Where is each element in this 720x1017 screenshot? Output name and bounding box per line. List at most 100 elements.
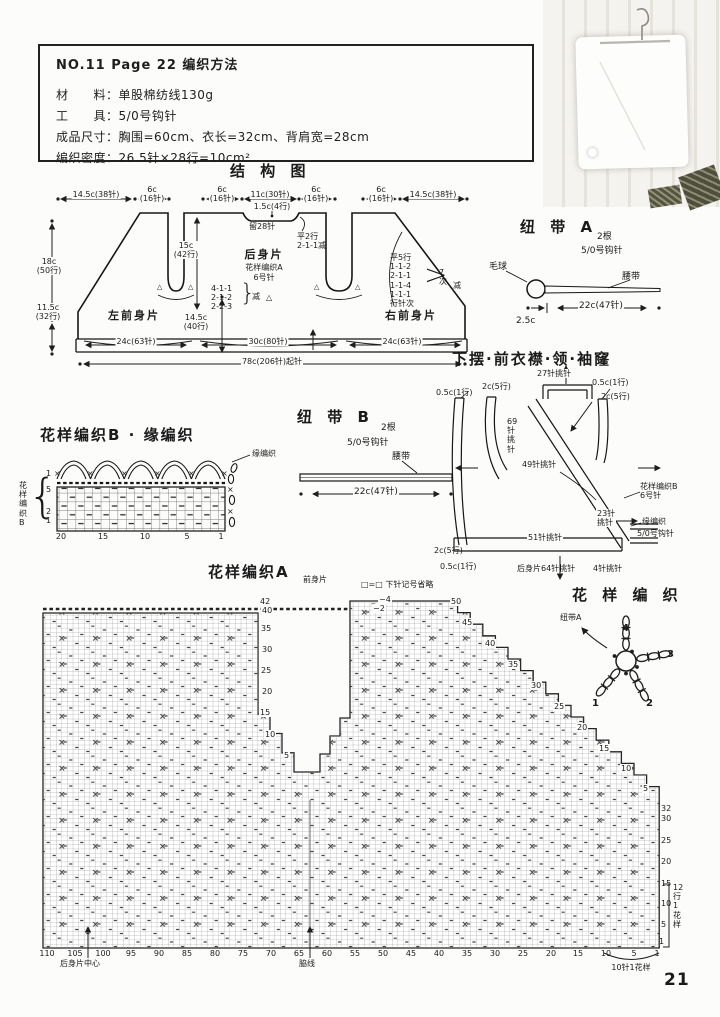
row-num: −2 [372,604,386,614]
dim: 6c (16针) [367,185,395,204]
repeat-label: 12 行 1 花 样 [673,883,684,929]
note: 2根 [597,232,612,242]
note: 花样编织B 6号针 [640,482,678,501]
note: 腰带 [622,272,641,282]
brace: } [240,279,256,307]
note: 平5行 1-1-2 2-1-1 1-1-4 1-1-1 行针次 [390,253,414,308]
row-num: 35 [507,660,520,670]
row-num: 5 [283,751,291,761]
row-num: 40 [484,639,497,649]
col-num: 110 [39,949,55,958]
row-num: 15 [598,744,611,754]
col-num: 15 [97,532,109,541]
stitch: × [227,507,234,516]
row-num: 15 [259,708,272,718]
mark: △ [314,283,320,291]
page-number: 21 [664,970,690,990]
tool-row: 工 具：5/0号钩针 [56,109,177,123]
row-num: 32 [661,804,672,813]
note: 5/0号钩针 [581,246,623,256]
size-row: 成品尺寸：胸围=60cm、衣长=32cm、背肩宽=28cm [56,130,370,144]
dim: 0.5c(1行) [436,388,473,397]
tie-a-drawing [505,270,661,313]
row-num: 25 [260,666,273,676]
dim: 15c (42行) [172,241,200,260]
col-num: 35 [461,949,473,958]
dim: 18c (50行) [35,257,63,276]
row-num: 30 [661,814,672,823]
dim: 30c(80针) [247,337,289,347]
piece-label: 前身片 [303,575,327,584]
col-num: 50 [377,949,389,958]
petal-num: 1 [592,698,599,709]
petal-num: 3 [667,649,674,660]
dim: 6c (16针) [302,185,330,204]
pattern-header-box: NO.11 Page 22 编织方法 材 料：单股棉纺线130g 工 具：5/0… [38,44,534,165]
dim: 24c(63针) [381,337,423,347]
motif-drawing [581,615,672,704]
note: 后身片64针挑针 [517,564,576,573]
col-num: 80 [209,949,221,958]
section-title: 花 样 编 织 [572,586,683,604]
section-title: 纽 带 A [520,218,598,236]
note: 留28针 [249,222,276,231]
note: 2根 [381,423,396,433]
stitch: × [54,469,61,478]
piece-label: 6号针 [253,273,275,282]
row-num: 1 [659,937,665,946]
mark: △ [157,283,163,291]
dim: 2.5c [516,316,536,326]
col-num: 100 [95,949,111,958]
dim: 14.5c(38针) [408,190,458,200]
dim: 11c(30针) [249,190,291,200]
col-num: 95 [125,949,137,958]
piece-label: 右前身片 [385,309,437,322]
mark: △ [355,283,361,291]
note: 毛球 [489,262,508,272]
col-num: 55 [349,949,361,958]
note: 后身片中心 [60,959,100,968]
note: 减 [252,292,260,301]
pattern-a-chart [42,600,670,960]
col-num: 105 [67,949,83,958]
dim: 22c(47针) [578,301,624,312]
dim: 6c (16针) [208,185,236,204]
col-num: 15 [572,949,584,958]
note: 4-1-1 2-1-2 2-2-3 [211,284,233,312]
dim: 78c(206针)起针 [240,357,304,367]
brace: { [28,469,58,523]
tie-bow-in-photo [588,148,597,157]
section-title: 花样编织A [208,563,290,581]
row-num: 2 [46,507,52,516]
row-num: 5 [46,485,52,494]
stitch: × [221,469,228,478]
dim: 14.5c (40行) [182,313,210,332]
row-num: 45 [461,618,474,628]
note: 纽带A [560,613,582,622]
col-num: 75 [237,949,249,958]
row-num: 5 [642,784,650,794]
tie-b-drawing [299,460,453,498]
row-num: 10 [264,730,277,740]
pattern-title: NO.11 Page 22 编织方法 [56,58,239,73]
stitch: × [154,469,161,478]
col-num: 45 [405,949,417,958]
row-num: 30 [261,645,274,655]
petal-num: 2 [646,698,653,709]
material-row: 材 料：单股棉纺线130g [56,88,214,102]
dim: 1.5c(4行) [252,202,292,212]
dim: 2c(5行) [482,382,511,391]
col-num: 1 [654,949,660,958]
col-num: 30 [489,949,501,958]
dim: 6c (16针) [138,185,166,204]
stitch: × [227,485,234,494]
note: 27针挑针 [536,369,573,379]
row-num: 10 [661,899,672,908]
row-num: 35 [260,624,273,634]
col-num: 65 [293,949,305,958]
mark: △ [188,283,194,291]
stitch: × [188,469,195,478]
dim: 2c(5行) [434,546,463,555]
row-num: 10 [620,764,633,774]
